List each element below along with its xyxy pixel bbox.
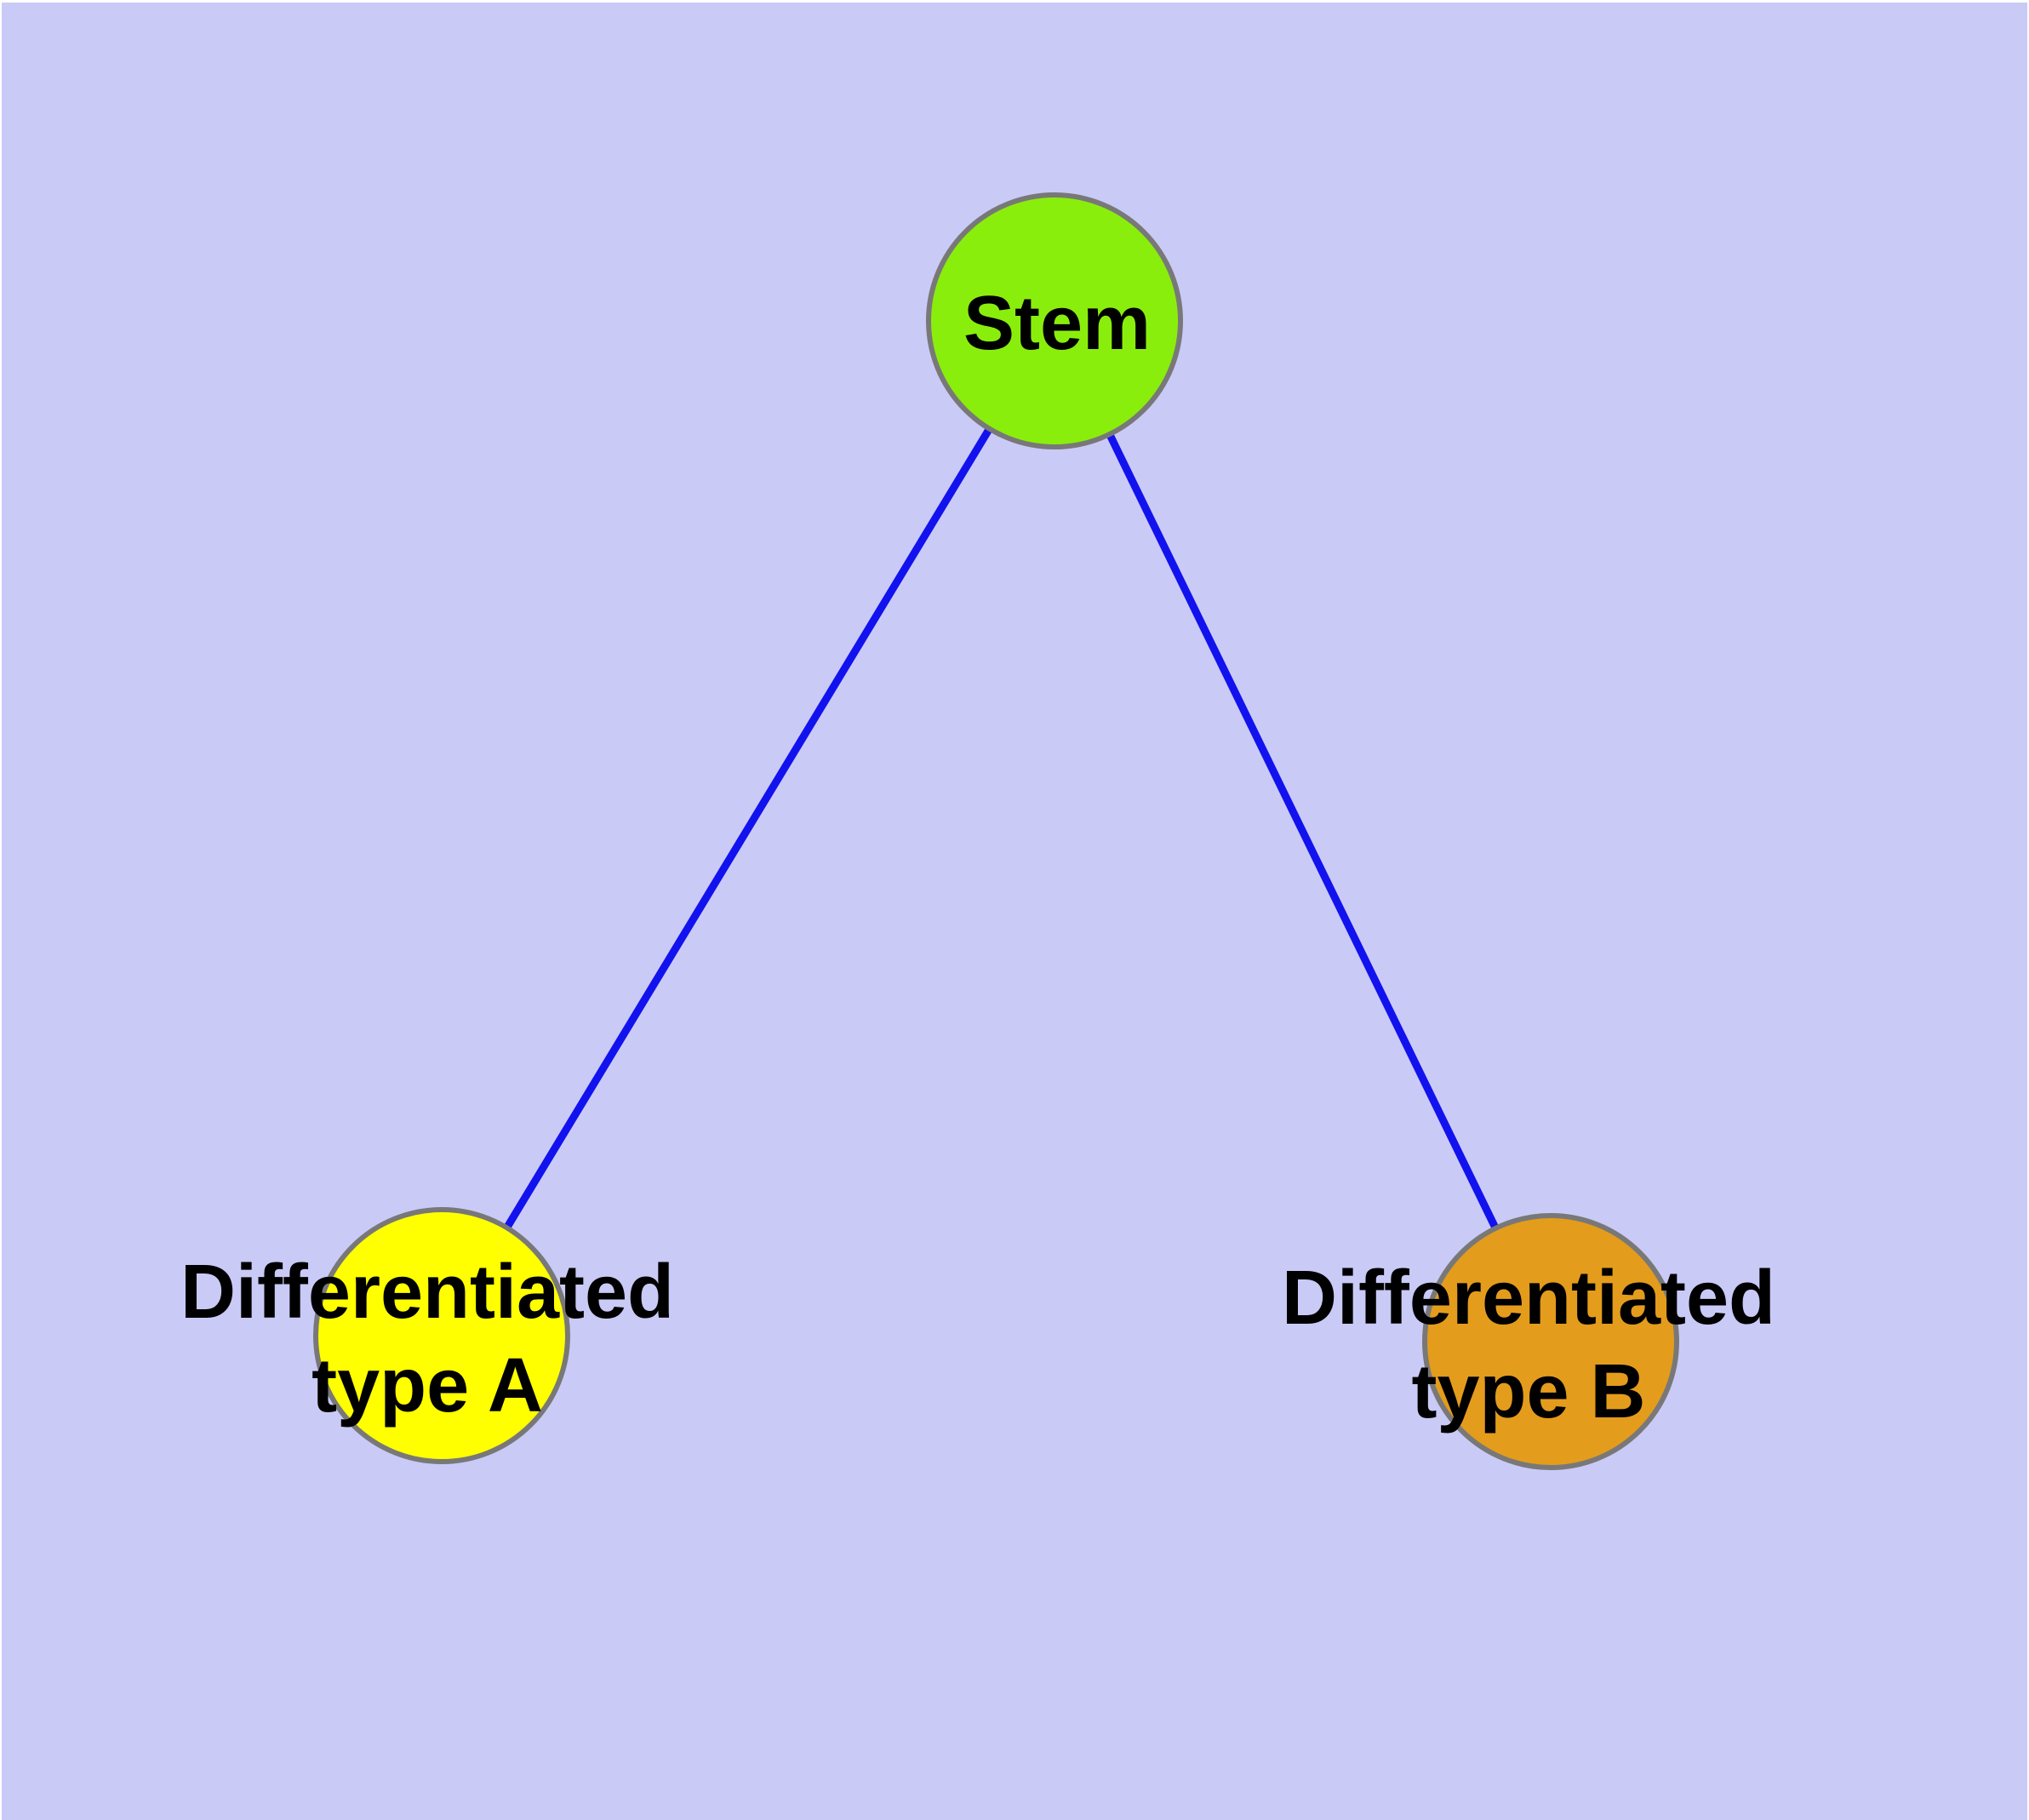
node-label-line: Stem [963, 281, 1151, 366]
nodes-layer [313, 192, 1679, 1470]
edge-stem-to-differentiated-type-b [1050, 319, 1555, 1343]
node-label-line: type A [311, 1343, 543, 1428]
edges-layer [438, 318, 1555, 1343]
node-label-line: Differentiated [180, 1250, 674, 1335]
node-label-stem: Stem [963, 281, 1151, 366]
node-circle-differentiated-type-a [313, 1207, 570, 1464]
node-circle-differentiated-type-b [1422, 1213, 1679, 1470]
edge-stem-to-differentiated-type-a [438, 318, 1058, 1338]
node-label-line: type B [1411, 1349, 1645, 1434]
node-label-line: Differentiated [1282, 1256, 1775, 1341]
node-circle-stem [926, 192, 1183, 449]
